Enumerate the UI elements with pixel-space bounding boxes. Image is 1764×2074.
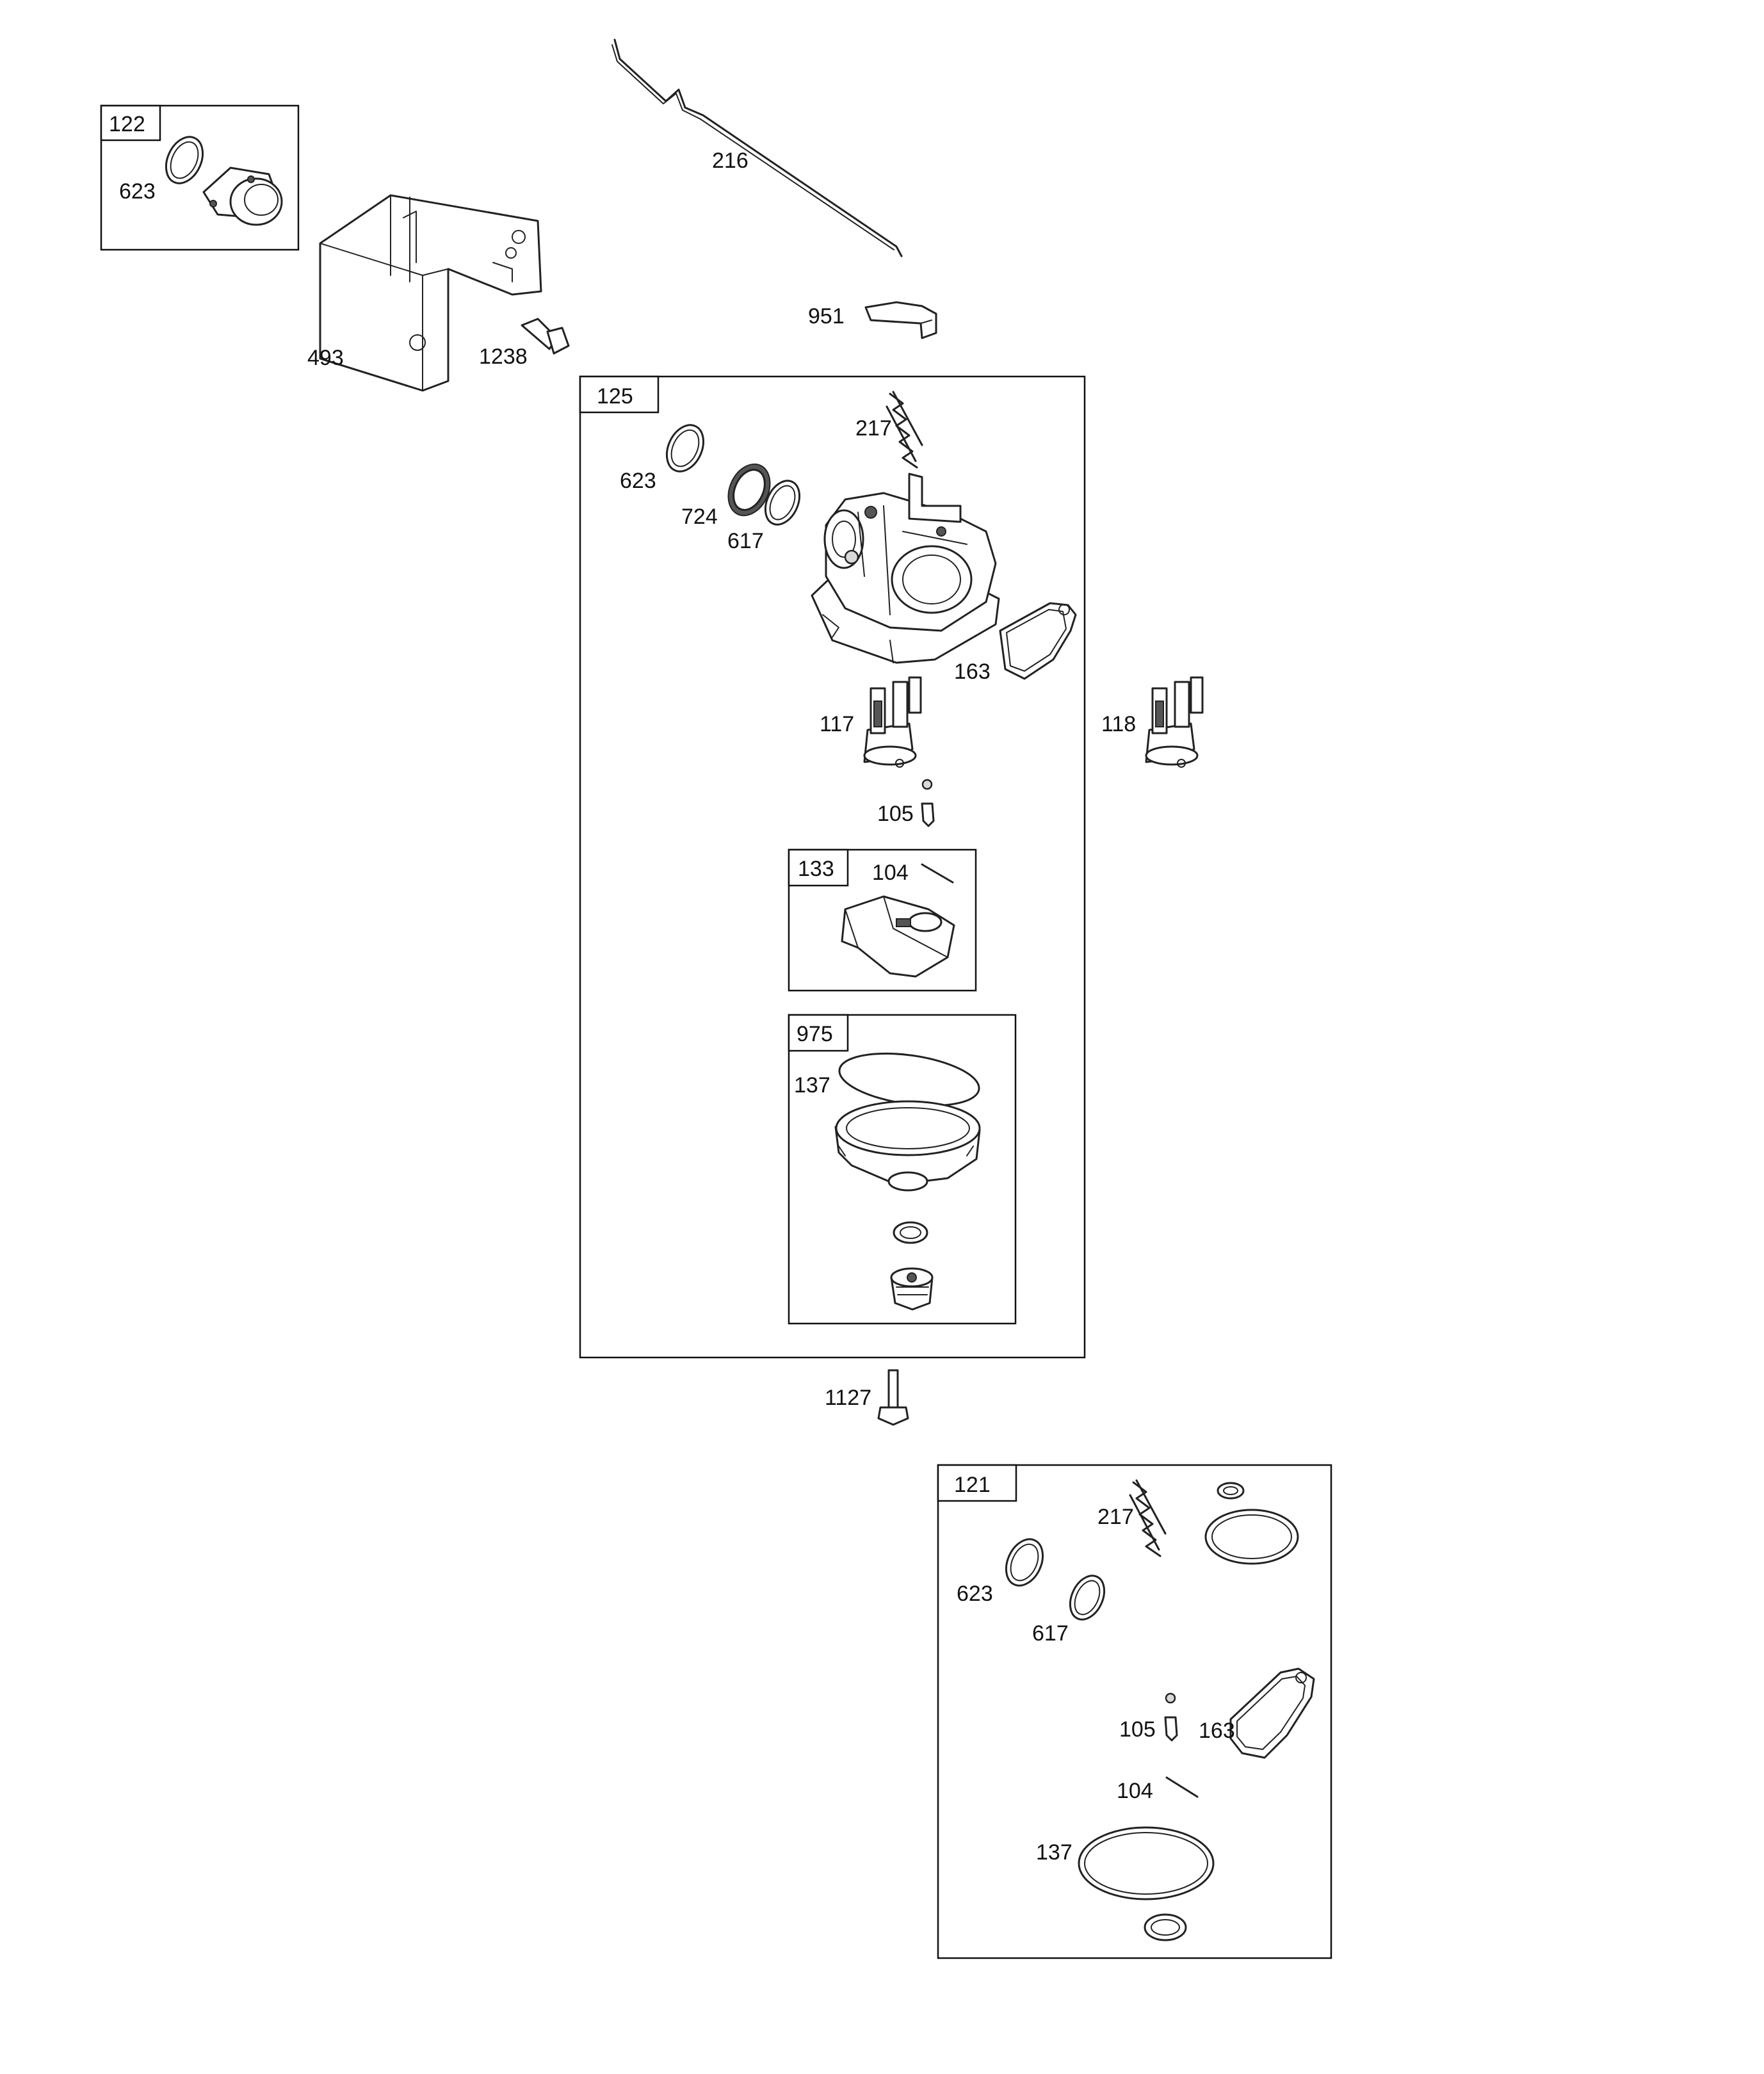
fuel-bowl-drawing	[834, 1100, 981, 1192]
part-617-label-b[interactable]: 617	[1032, 1621, 1069, 1646]
part-104-label-a[interactable]: 104	[872, 861, 909, 885]
part-623-label-c[interactable]: 623	[957, 1582, 993, 1606]
part-493-label[interactable]: 493	[307, 346, 344, 370]
part-724-label[interactable]: 724	[681, 505, 718, 529]
seal-724-inner	[732, 469, 766, 511]
kit-121-group: 121 217 623 617 105 163 104 1	[937, 1464, 1332, 1959]
needle-105-drawing-b	[1164, 1692, 1178, 1742]
kit-122-box	[100, 104, 300, 251]
kit-121-box	[937, 1464, 1332, 1959]
gasket-617-inner	[769, 485, 796, 521]
kit-133-group: 133 104	[788, 848, 977, 992]
bowl-nut-drawing	[890, 1267, 934, 1311]
assembly-117-drawing	[863, 676, 922, 768]
kit-122-group: 122 623	[100, 104, 300, 251]
gasket-617-drawing-b	[1069, 1575, 1106, 1621]
oring-137-drawing-b	[1078, 1826, 1215, 1900]
gasket-617-inner-b	[1074, 1580, 1101, 1616]
kit-121-tag	[937, 1464, 1017, 1502]
kit-133-tag	[788, 848, 849, 887]
oring-623-inner	[170, 141, 199, 179]
oring-623-drawing	[165, 136, 204, 184]
part-217-label-b[interactable]: 217	[1097, 1505, 1134, 1529]
part-105-label-b[interactable]: 105	[1119, 1717, 1156, 1742]
bracket-493-drawing	[319, 194, 542, 392]
part-163-label-a[interactable]: 163	[954, 660, 991, 684]
kit-133-label[interactable]: 133	[798, 857, 834, 881]
oring-623-drawing-c	[1005, 1538, 1044, 1587]
float-drawing	[841, 895, 955, 978]
pin-104-drawing	[921, 863, 954, 884]
kit-975-tag	[788, 1014, 849, 1052]
part-104-label-b[interactable]: 104	[1117, 1779, 1153, 1803]
gasket-163-drawing-b	[1229, 1667, 1315, 1759]
large-oring-drawing	[1204, 1509, 1299, 1565]
kit-122-label[interactable]: 122	[109, 112, 145, 136]
oring-623-inner-b	[670, 429, 700, 467]
gasket-163-drawing	[999, 602, 1077, 680]
bolt-1238-drawing	[521, 318, 570, 355]
kit-975-box	[788, 1014, 1017, 1325]
part-951-label[interactable]: 951	[808, 304, 845, 328]
part-163-label-b[interactable]: 163	[1199, 1719, 1235, 1743]
elbow-drawing	[202, 166, 283, 226]
kit-121-label[interactable]: 121	[954, 1473, 991, 1497]
oring-137-inner-b	[1084, 1832, 1208, 1895]
oring-623-inner-c	[1010, 1543, 1039, 1582]
washer-drawing	[893, 1221, 928, 1244]
part-105-label-a[interactable]: 105	[877, 802, 914, 826]
pin-104-drawing-b	[1165, 1776, 1199, 1798]
kit-133-box	[788, 848, 977, 992]
part-1238-label[interactable]: 1238	[479, 344, 528, 369]
part-137-label-a[interactable]: 137	[794, 1073, 830, 1098]
gasket-617-drawing	[764, 480, 801, 526]
needle-105-drawing	[921, 779, 935, 827]
part-217-label-a[interactable]: 217	[855, 416, 892, 441]
carburetor-body-drawing	[811, 473, 1000, 664]
part-623-label-a[interactable]: 623	[119, 179, 156, 204]
washer-inner-b	[1151, 1919, 1180, 1936]
small-oring-drawing	[1217, 1482, 1245, 1500]
part-118-label[interactable]: 118	[1101, 712, 1136, 736]
part-617-label-a[interactable]: 617	[727, 529, 764, 553]
spring-217-drawing	[886, 391, 923, 469]
bolt-1127-drawing	[877, 1369, 909, 1426]
kit-122-tag	[100, 104, 161, 142]
oring-623-drawing-b	[665, 424, 705, 473]
large-oring-inner	[1211, 1514, 1292, 1559]
washer-inner	[900, 1226, 921, 1239]
link-rod-216-drawing	[611, 38, 903, 257]
kit-125-box	[579, 375, 1086, 1359]
kit-125-group: 125 217 623 724 617	[579, 375, 1086, 1359]
kit-125-tag	[579, 375, 659, 414]
kit-975-group: 975 137	[788, 1014, 1017, 1325]
part-623-label-b[interactable]: 623	[620, 469, 656, 493]
lever-951-drawing	[864, 301, 937, 339]
part-117-label[interactable]: 117	[820, 712, 854, 736]
kit-125-label[interactable]: 125	[597, 384, 633, 409]
part-137-label-b[interactable]: 137	[1036, 1840, 1072, 1865]
part-216-label[interactable]: 216	[712, 149, 748, 173]
assembly-118-drawing	[1145, 676, 1204, 768]
spring-217-drawing-b	[1129, 1479, 1167, 1557]
washer-drawing-b	[1144, 1913, 1187, 1941]
small-oring-inner	[1223, 1486, 1238, 1495]
part-1127-label[interactable]: 1127	[825, 1386, 871, 1410]
kit-975-label[interactable]: 975	[797, 1022, 833, 1046]
